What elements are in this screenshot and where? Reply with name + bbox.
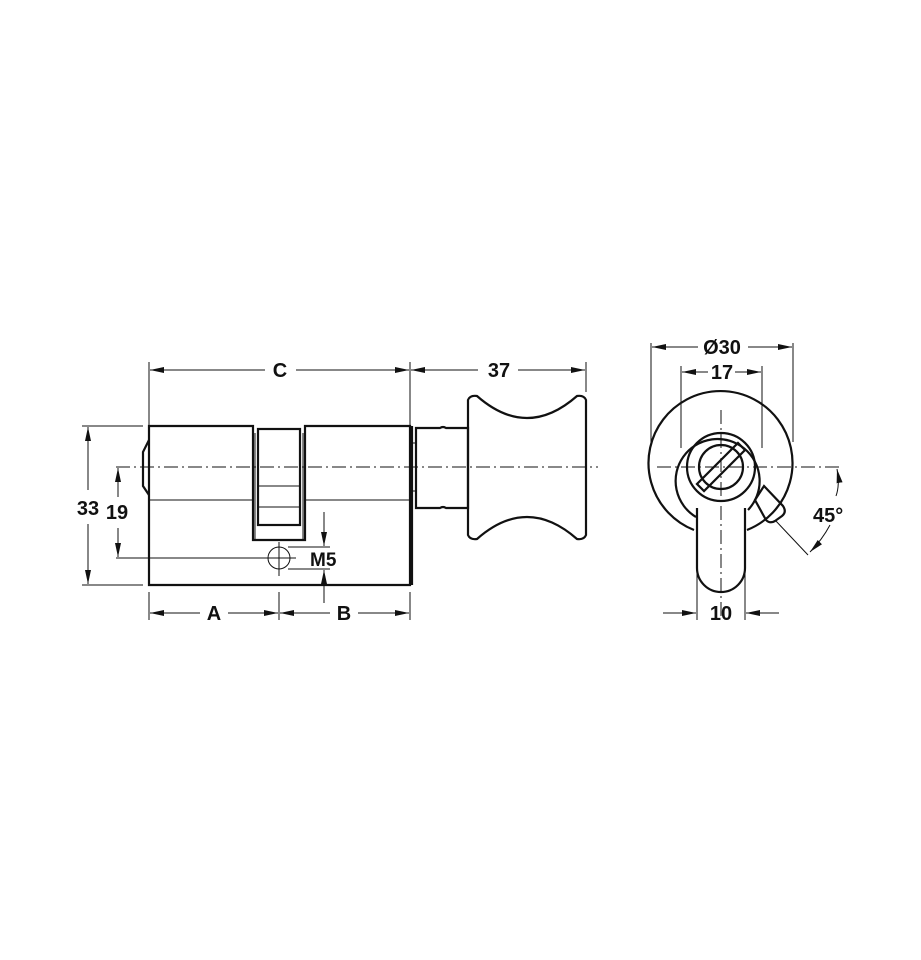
dimension-a-b: A B xyxy=(148,592,411,625)
dimension-label-45: 45° xyxy=(813,505,843,527)
dimension-label-diameter-30: Ø30 xyxy=(703,337,741,359)
dimension-label-b: B xyxy=(337,603,351,625)
side-view: C 37 33 19 M5 xyxy=(77,360,598,625)
dimension-label-10: 10 xyxy=(710,603,732,625)
dimension-c: C xyxy=(148,360,411,426)
rose-outer-ring xyxy=(674,437,761,518)
dimension-label-33: 33 xyxy=(77,498,99,520)
dimension-45-degrees: 45° xyxy=(774,468,843,556)
dimension-label-c: C xyxy=(273,360,287,382)
key-slot xyxy=(695,441,747,493)
dimension-diameter-30: Ø30 xyxy=(650,337,794,442)
dimension-17: 17 xyxy=(680,362,763,448)
dimension-label-a: A xyxy=(207,603,221,625)
dimension-10: 10 xyxy=(663,572,779,625)
front-view: Ø30 17 10 45° xyxy=(647,337,843,625)
dimension-33: 33 xyxy=(77,425,143,586)
dimension-m5: M5 xyxy=(288,512,337,603)
cam xyxy=(753,484,786,524)
cylinder-body xyxy=(141,424,412,587)
dimension-19: 19 xyxy=(106,468,268,559)
dimension-label-19: 19 xyxy=(106,502,128,524)
dimension-label-17: 17 xyxy=(711,362,733,384)
knob-outline xyxy=(647,390,794,532)
dimension-label-37: 37 xyxy=(488,360,510,382)
turn-knob xyxy=(410,394,588,585)
dimension-label-m5: M5 xyxy=(310,550,337,571)
dimension-37: 37 xyxy=(411,360,587,392)
